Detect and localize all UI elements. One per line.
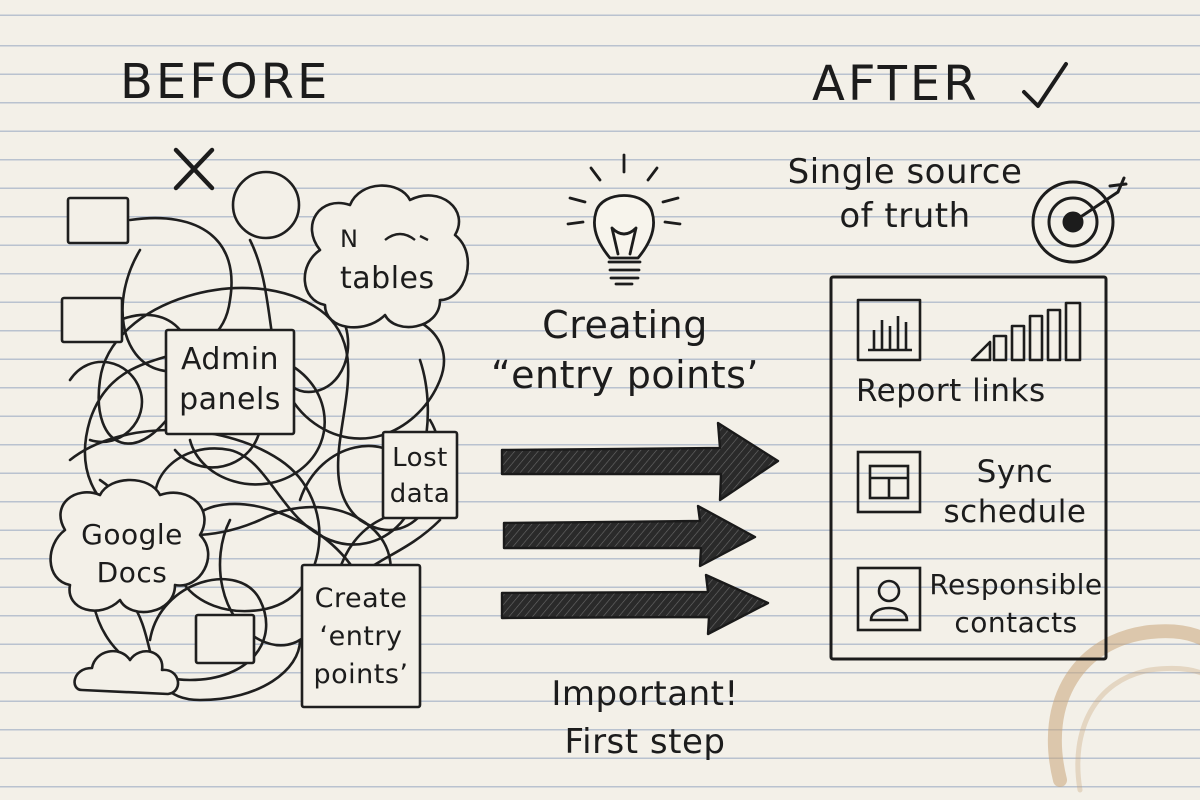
arrow-bottom [500, 573, 770, 636]
create-entry-points-line: points’ [313, 659, 409, 690]
lost-data-label: Lost data [383, 440, 457, 512]
responsible-contacts-label: Responsible contacts [928, 566, 1104, 642]
after-subtitle-line: Single source [787, 152, 1023, 192]
admin-panels-line: Admin [180, 342, 280, 377]
report-links-label: Report links [856, 373, 1046, 409]
arrow-top [500, 421, 780, 502]
lost-data-line: data [389, 479, 451, 509]
lost-data-box [381, 430, 459, 520]
create-entry-points-box [300, 563, 422, 709]
sync-schedule-line: Sync [976, 454, 1054, 490]
lost-data-line: Lost [392, 443, 448, 473]
cloud-scribble: N [340, 225, 359, 253]
important-note: Important! First step [520, 670, 770, 766]
tables-label: tables [340, 261, 435, 296]
before-shapes [49, 170, 470, 709]
growth-bars-icon [970, 301, 1082, 362]
circle-shape [231, 170, 301, 240]
small-box [194, 613, 256, 665]
create-entry-points-line: Create [314, 583, 408, 614]
admin-panels-box [164, 328, 296, 436]
sync-schedule-line: schedule [943, 494, 1087, 530]
admin-panels-line: panels [179, 382, 281, 417]
coffee-stain [1047, 624, 1200, 793]
after-panel [829, 275, 1108, 661]
middle-caption-line: Creating [542, 303, 708, 347]
middle-caption: Creating “entry points’ [490, 300, 760, 400]
before-heading: BEFORE [120, 54, 331, 110]
create-entry-points-label: Create ‘entry points’ [302, 580, 420, 694]
calendar-icon [856, 450, 922, 514]
google-docs-cloud [49, 478, 210, 614]
small-cloud [73, 649, 180, 696]
target-icon [1031, 176, 1128, 264]
after-subtitle: Single source of truth [780, 150, 1030, 238]
lightbulb-icon [566, 153, 682, 286]
responsible-contacts-line: Responsible [929, 568, 1103, 601]
right-arrow-icon [500, 421, 780, 636]
google-docs-label: Google Docs [62, 516, 202, 592]
middle-caption-line: “entry points’ [490, 353, 760, 397]
after-heading: AFTER [812, 56, 980, 112]
tables-cloud [303, 184, 470, 329]
contact-icon [856, 566, 922, 632]
x-mark-icon [173, 147, 215, 191]
admin-panels-label: Admin panels [166, 340, 294, 420]
after-subtitle-line: of truth [839, 196, 971, 236]
responsible-contacts-line: contacts [954, 606, 1078, 639]
create-entry-points-line: ‘entry [319, 621, 403, 652]
small-box [66, 196, 130, 245]
arrow-middle [502, 504, 757, 568]
small-box [60, 296, 124, 344]
important-note-line: First step [564, 722, 726, 762]
important-note-line: Important! [551, 674, 739, 714]
google-docs-line: Google [81, 518, 183, 551]
sync-schedule-label: Sync schedule [930, 452, 1100, 532]
checkmark-icon [1022, 62, 1068, 108]
bar-chart-icon [856, 298, 922, 362]
google-docs-line: Docs [96, 556, 168, 589]
